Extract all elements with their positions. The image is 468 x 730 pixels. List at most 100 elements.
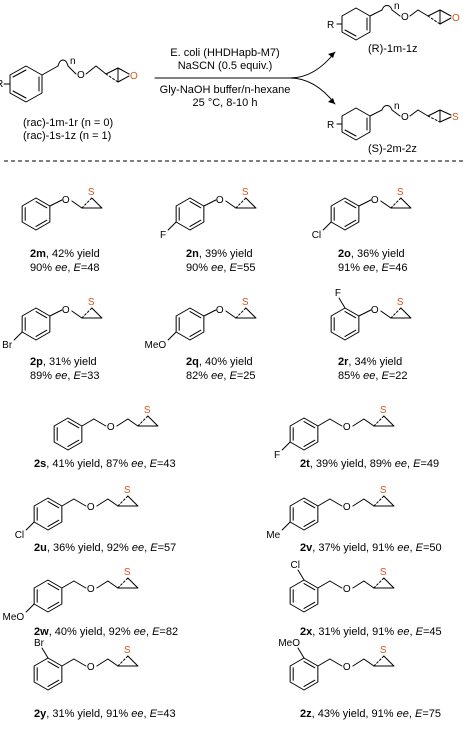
double-bond — [35, 219, 48, 227]
double-bond — [344, 219, 357, 227]
product-caption-2u: 2u, 36% yield, 92% ee, E=57 — [34, 542, 177, 554]
bond — [225, 200, 237, 209]
product-caption-2n: 2n, 39% yield — [186, 248, 253, 260]
sulfur-atom: S — [380, 485, 387, 496]
benzene-ring — [289, 497, 319, 531]
benzene-ring — [21, 307, 51, 341]
structure-2n: OSF — [160, 187, 257, 241]
oxygen-atom: O — [371, 305, 379, 316]
bond — [245, 197, 257, 209]
condition-catalyst: E. coli (HHDHapb-M7) — [170, 47, 280, 59]
product-ee-2n: 90% ee, E=55 — [186, 262, 256, 274]
bond — [25, 521, 35, 531]
bond — [61, 580, 75, 589]
substituent-f: F — [274, 450, 280, 461]
bond — [127, 495, 139, 507]
benzene-ring — [289, 579, 319, 613]
bond — [96, 498, 109, 507]
bond — [373, 577, 385, 589]
benzene-ring — [33, 497, 63, 531]
bond — [383, 415, 395, 427]
bond — [380, 200, 392, 209]
dashed-separator — [4, 160, 464, 162]
product-caption-2o: 2o, 36% yield — [338, 248, 405, 260]
structure-2m: OS — [21, 187, 103, 231]
bond — [116, 418, 129, 427]
product-ee-2q: 82% ee, E=25 — [186, 370, 256, 382]
bond — [317, 498, 331, 507]
bond — [373, 655, 385, 667]
bond — [71, 310, 83, 319]
substituent-br: Br — [2, 340, 13, 351]
product-ee-2o: 91% ee, E=46 — [338, 262, 408, 274]
double-bond — [303, 661, 316, 669]
bond — [107, 658, 119, 667]
oxygen-atom: O — [343, 422, 351, 433]
bond — [363, 658, 375, 667]
double-bond — [189, 201, 202, 209]
benzene-ring — [175, 307, 205, 341]
structure-2t: O S F — [274, 405, 395, 461]
product-caption-2v: 2v, 37% yield, 91% ee, E=50 — [300, 542, 442, 554]
benzene-ring — [33, 579, 63, 613]
structure-2s: OS — [53, 405, 159, 451]
substituent-f: F — [335, 288, 341, 299]
double-bond — [47, 501, 60, 509]
bond — [352, 658, 365, 667]
double-bond — [47, 661, 60, 669]
oxygen-atom: O — [343, 584, 351, 595]
svg-text:R: R — [327, 20, 334, 31]
benzene-ring — [330, 307, 360, 341]
reactant-structure: R n O O — [0, 56, 138, 103]
svg-text:n: n — [70, 56, 76, 67]
benzene-ring — [289, 657, 319, 691]
bond — [25, 603, 35, 613]
double-bond — [344, 311, 357, 319]
bond — [96, 658, 109, 667]
substituent-cl: Cl — [312, 230, 321, 241]
bond — [317, 580, 331, 589]
sulfur-atom: S — [124, 485, 131, 496]
oxygen-atom: O — [62, 305, 70, 316]
bond — [127, 655, 139, 667]
bond — [383, 655, 395, 667]
oxygen-atom: O — [62, 195, 70, 206]
bond — [235, 307, 247, 319]
substituent-meo: MeO — [278, 638, 300, 649]
bond — [390, 307, 402, 319]
bond — [338, 297, 346, 309]
product-caption-2m: 2m, 42% yield — [30, 248, 100, 260]
oxygen-atom: O — [87, 662, 95, 673]
double-bond — [303, 583, 316, 591]
sulfur-atom: S — [380, 567, 387, 578]
oxygen-atom: O — [371, 195, 379, 206]
bond — [297, 569, 305, 581]
svg-text:O: O — [452, 13, 460, 24]
benzene-ring — [330, 197, 360, 231]
double-bond — [67, 421, 80, 429]
svg-text:n: n — [394, 101, 400, 112]
bond — [352, 580, 365, 589]
bond — [383, 577, 395, 589]
bond — [363, 498, 375, 507]
svg-text:n: n — [394, 1, 400, 12]
product-caption-2t: 2t, 39% yield, 89% ee, E=49 — [300, 458, 440, 470]
product-caption-2p: 2p, 31% yield — [30, 356, 97, 368]
oxygen-atom: O — [216, 195, 224, 206]
svg-text:O: O — [401, 12, 409, 23]
substituent-me: Me — [266, 530, 280, 541]
oxygen-atom: O — [87, 584, 95, 595]
oxygen-atom: O — [87, 502, 95, 513]
sulfur-atom: S — [380, 405, 387, 416]
product-ee-2r: 85% ee, E=22 — [338, 370, 408, 382]
double-bond — [47, 679, 60, 687]
double-bond — [35, 329, 48, 337]
condition-temp-time: 25 °C, 8-10 h — [192, 97, 258, 109]
bond — [61, 658, 75, 667]
bond — [117, 577, 129, 589]
